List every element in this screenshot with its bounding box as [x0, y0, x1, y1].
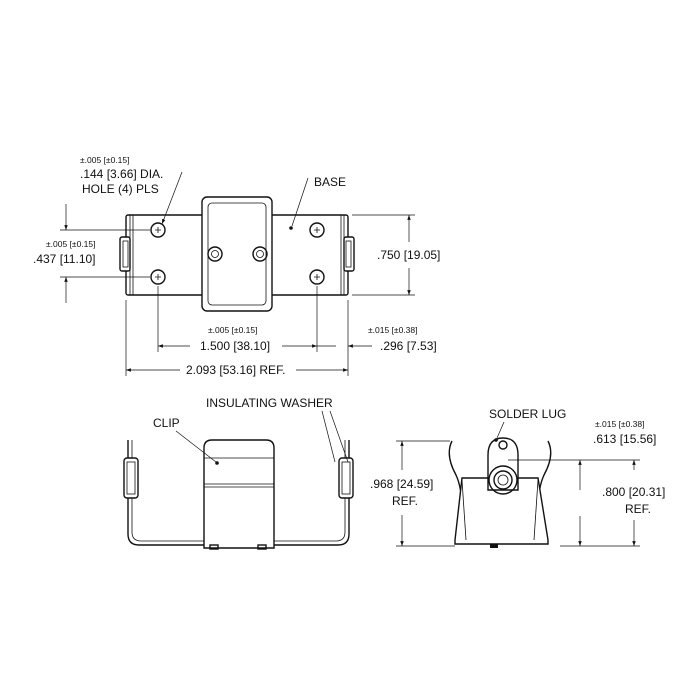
side-height-label: .968 [24.59] — [370, 477, 433, 491]
lug-tolerance: ±.015 [±0.38] — [595, 419, 645, 429]
clip-label: CLIP — [153, 416, 180, 430]
hole-tolerance: ±.005 [±0.15] — [80, 155, 130, 165]
base-label: BASE — [314, 175, 346, 189]
side-view: SOLDER LUG .968 [24.59] REF. ±.015 [±0.3… — [370, 407, 665, 548]
body-ref: REF. — [625, 502, 651, 516]
spacing-tolerance: ±.005 [±0.15] — [208, 325, 258, 335]
washer-label: INSULATING WASHER — [206, 396, 333, 410]
center-clip-front — [203, 439, 275, 550]
body-dim-label: .800 [20.31] — [602, 485, 665, 499]
height-tolerance: ±.005 [±0.15] — [46, 239, 96, 249]
total-height-label: .750 [19.05] — [377, 248, 440, 262]
lug-dim-label: .613 [15.56] — [593, 432, 656, 446]
hole-count-label: HOLE (4) PLS — [82, 182, 159, 196]
mounting-holes — [150, 222, 325, 285]
top-view: ±.005 [±0.15] .144 [3.66] DIA. HOLE (4) … — [33, 155, 440, 377]
edge-dim-label: .296 [7.53] — [380, 339, 437, 353]
spacing-dim-label: 1.500 [38.10] — [200, 339, 270, 353]
edge-tolerance: ±.015 [±0.38] — [368, 325, 418, 335]
length-dim-label: 2.093 [53.16] REF. — [186, 363, 285, 377]
hole-dia-label: .144 [3.66] DIA. — [80, 167, 163, 181]
height-dim-label: .437 [11.10] — [33, 252, 96, 266]
center-clip-top — [201, 196, 273, 312]
solder-lug-label: SOLDER LUG — [489, 407, 566, 421]
front-view: CLIP INSULATING WASHER — [123, 396, 354, 550]
side-height-ref: REF. — [392, 494, 418, 508]
solder-lug — [487, 437, 519, 495]
